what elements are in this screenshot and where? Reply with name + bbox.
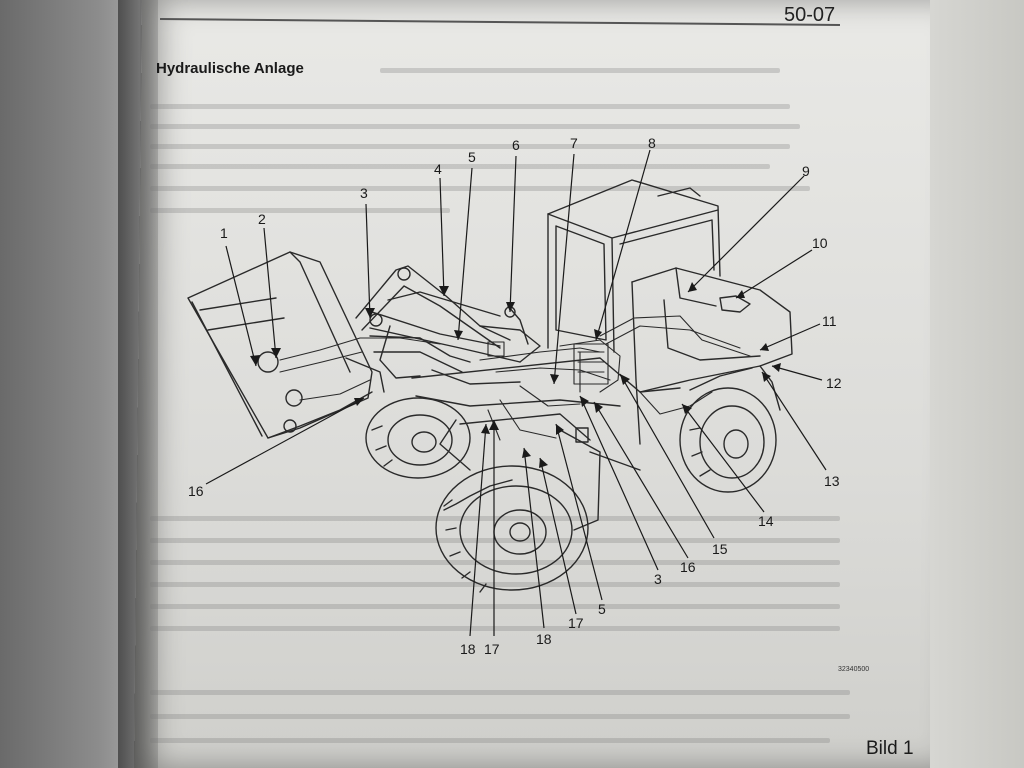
boom-arms-drawing xyxy=(345,265,541,393)
show-through-line xyxy=(150,538,840,543)
callout-16-left: 16 xyxy=(188,483,204,499)
callout-16-right: 16 xyxy=(680,559,696,575)
callout-5: 5 xyxy=(468,149,476,165)
callout-8: 8 xyxy=(648,135,656,151)
callout-3-lower: 3 xyxy=(654,571,662,587)
show-through-line xyxy=(150,144,790,149)
callout-12: 12 xyxy=(826,375,842,391)
show-through-line xyxy=(150,604,840,609)
section-heading: Hydraulische Anlage xyxy=(156,60,304,77)
callout-13: 13 xyxy=(824,473,840,489)
cab-drawing xyxy=(547,179,721,353)
page-number: 50-07 xyxy=(784,4,836,26)
front-left-wheel-drawing xyxy=(365,397,471,479)
show-through-line xyxy=(150,186,810,191)
callout-2: 2 xyxy=(258,211,266,227)
callout-3: 3 xyxy=(360,185,368,201)
hydraulic-hoses-drawing xyxy=(279,315,751,441)
show-through-line xyxy=(150,208,450,213)
callout-15: 15 xyxy=(712,541,728,557)
figure-reference-number: 32340500 xyxy=(838,666,870,673)
callout-18-right: 18 xyxy=(536,631,552,647)
show-through-line xyxy=(150,626,840,631)
show-through-line xyxy=(150,164,770,169)
callout-14: 14 xyxy=(758,513,774,529)
callout-9: 9 xyxy=(802,163,810,179)
callout-1: 1 xyxy=(220,225,228,241)
callout-5-lower: 5 xyxy=(598,601,606,617)
callout-17-right: 17 xyxy=(568,615,584,631)
callout-7: 7 xyxy=(570,135,578,151)
show-through-line xyxy=(150,560,840,565)
callout-6: 6 xyxy=(512,137,520,153)
page-edge xyxy=(930,0,1024,768)
frame-drawing xyxy=(411,357,681,531)
figure-caption: Bild 1 xyxy=(866,738,914,759)
callout-18-left: 18 xyxy=(460,641,476,657)
show-through-line xyxy=(150,738,830,743)
engine-hood-drawing xyxy=(631,267,793,445)
show-through-line xyxy=(150,690,850,695)
rear-wheel-drawing xyxy=(679,387,777,493)
show-through-line xyxy=(150,516,840,521)
show-through-line xyxy=(150,124,800,129)
show-through-line xyxy=(150,104,790,109)
callout-11: 11 xyxy=(822,313,837,329)
show-through-line xyxy=(150,582,840,587)
book-gutter xyxy=(118,0,158,768)
callout-17-left: 17 xyxy=(484,641,500,657)
callout-10: 10 xyxy=(812,235,828,251)
show-through-line xyxy=(380,68,780,73)
show-through-line xyxy=(150,714,850,719)
callout-4: 4 xyxy=(434,161,442,177)
left-page xyxy=(0,0,140,768)
